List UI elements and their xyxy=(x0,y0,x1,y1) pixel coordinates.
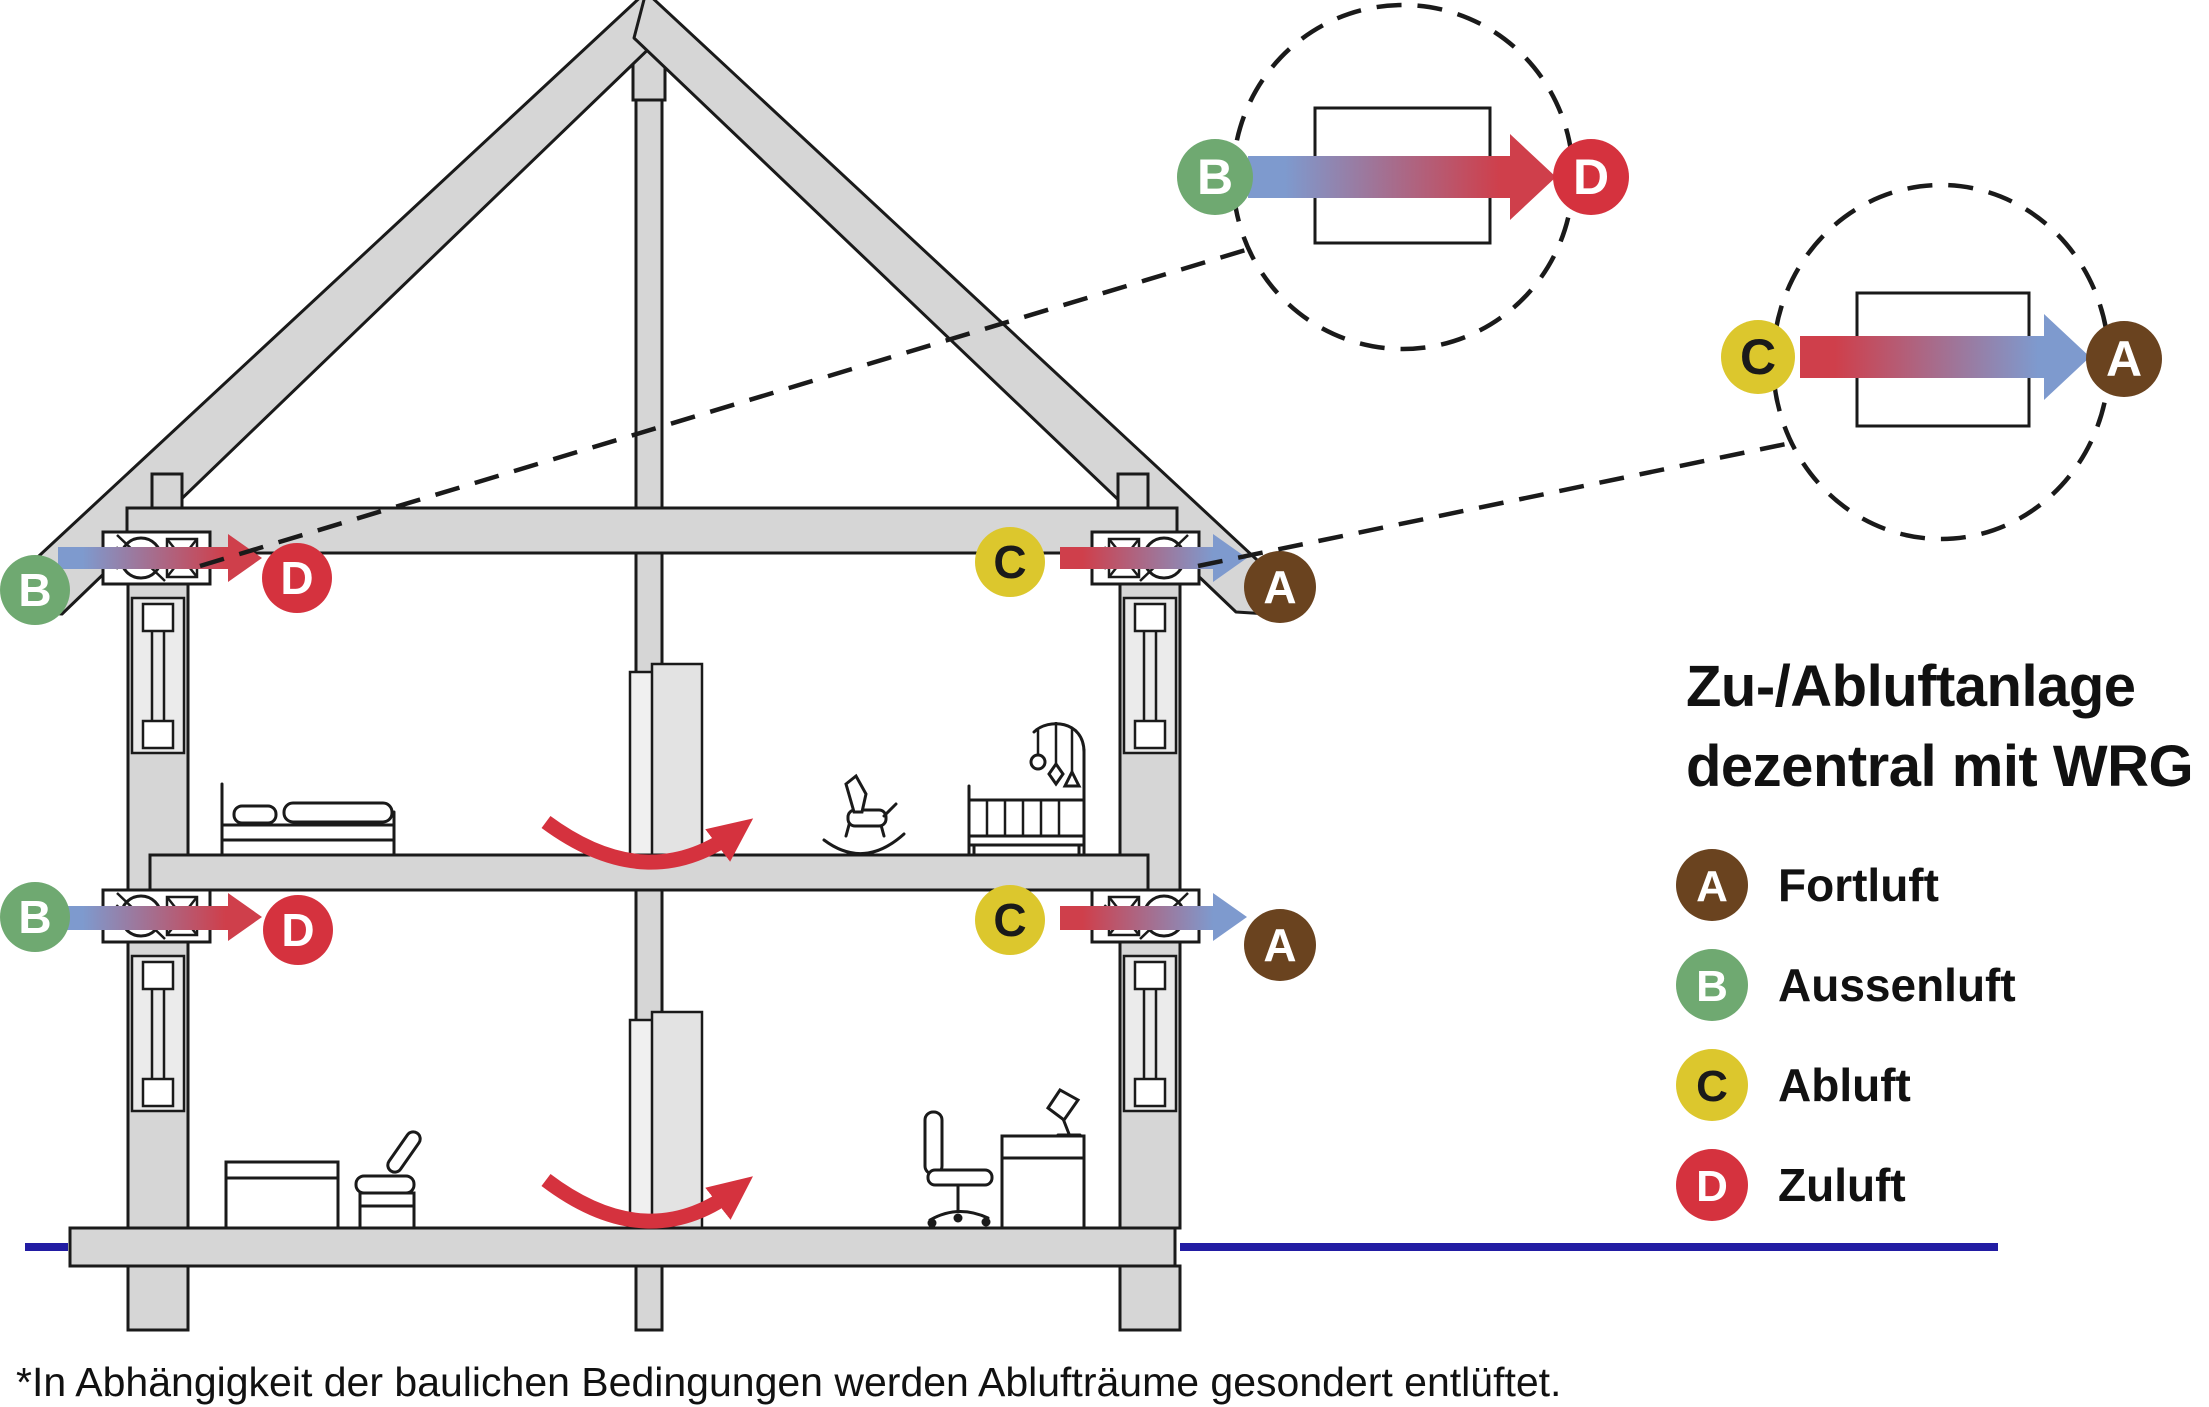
svg-text:A: A xyxy=(1263,561,1296,613)
foundation-left xyxy=(126,1264,190,1332)
svg-text:D: D xyxy=(281,904,314,956)
door-ground-floor xyxy=(628,1010,704,1230)
svg-text:A: A xyxy=(1263,919,1296,971)
desk-lamp xyxy=(1045,1088,1082,1137)
badge-abluft-detail: C xyxy=(1721,320,1795,394)
footnote: *In Abhängigkeit der baulichen Bedingung… xyxy=(16,1359,1561,1405)
legend-label: Aussenluft xyxy=(1778,959,2016,1011)
badge-zuluft-upper: D xyxy=(262,543,332,613)
foundation-right xyxy=(1118,1264,1182,1332)
window-lower-right xyxy=(1122,954,1178,1113)
legend-label: Fortluft xyxy=(1778,859,1939,911)
badge-fortluft-detail: A xyxy=(2086,321,2162,397)
dresser xyxy=(224,1160,340,1230)
desk xyxy=(1000,1134,1086,1230)
legend-item-abluft: C Abluft xyxy=(1676,1049,1911,1121)
rocking-horse xyxy=(822,773,906,855)
badge-aussenluft-ground: B xyxy=(0,882,70,952)
connector-line-supply-detail xyxy=(199,246,1250,569)
detail-circle-supply: B D xyxy=(1177,2,1629,352)
badge-zuluft-ground: D xyxy=(263,895,333,965)
connector-line-extract-detail xyxy=(1197,441,1787,569)
badge-aussenluft-detail: B xyxy=(1177,139,1253,215)
legend-item-fortluft: A Fortluft xyxy=(1676,849,1939,921)
svg-text:B: B xyxy=(18,564,51,616)
svg-text:D: D xyxy=(1696,1162,1728,1211)
badge-abluft-ground: C xyxy=(975,885,1045,955)
crib xyxy=(967,722,1086,857)
legend-item-zuluft: D Zuluft xyxy=(1676,1149,1906,1221)
window-lower-left xyxy=(130,954,186,1113)
legend-item-aussenluft: B Aussenluft xyxy=(1676,949,2016,1021)
page-title: Zu-/Abluftanlage dezentral mit WRG xyxy=(1686,654,2194,799)
badge-zuluft-detail: D xyxy=(1553,139,1629,215)
badge-fortluft-upper: A xyxy=(1244,551,1316,623)
svg-text:C: C xyxy=(993,894,1026,946)
extract-arrow-ground xyxy=(1060,893,1247,941)
svg-text:B: B xyxy=(1696,962,1728,1011)
svg-text:C: C xyxy=(993,536,1026,588)
legend: A Fortluft B Aussenluft C Abluft D Zuluf… xyxy=(1676,849,2016,1221)
office-chair xyxy=(923,1110,994,1228)
legend-label: Zuluft xyxy=(1778,1159,1906,1211)
window-upper-right xyxy=(1122,596,1178,755)
wall-stub-right xyxy=(1116,472,1150,510)
wall-stub-left xyxy=(150,472,184,510)
air-circulation-arrow-upper xyxy=(541,815,754,870)
floor-slab-ground xyxy=(68,1226,1177,1268)
title-line-1: Zu-/Abluftanlage xyxy=(1686,654,2136,719)
badge-abluft-upper: C xyxy=(975,527,1045,597)
window-upper-left xyxy=(130,596,186,755)
svg-text:D: D xyxy=(280,552,313,604)
legend-label: Abluft xyxy=(1778,1059,1911,1111)
badge-aussenluft-upper: B xyxy=(0,555,70,625)
armchair xyxy=(354,1130,422,1230)
detail-circle-extract: C A xyxy=(1721,182,2162,542)
supply-arrow-upper xyxy=(58,534,262,582)
bed xyxy=(220,782,396,857)
svg-text:B: B xyxy=(1197,149,1233,205)
svg-text:B: B xyxy=(18,891,51,943)
roof-beam-right xyxy=(632,0,1272,616)
supply-arrow-ground xyxy=(58,893,262,941)
badge-fortluft-ground: A xyxy=(1244,909,1316,981)
extract-detail-arrow xyxy=(1800,314,2090,400)
svg-text:A: A xyxy=(2106,331,2142,387)
door-upper-floor xyxy=(628,662,704,857)
svg-text:C: C xyxy=(1696,1062,1728,1111)
air-circulation-arrow-ground xyxy=(541,1174,753,1229)
svg-text:D: D xyxy=(1573,149,1609,205)
svg-text:C: C xyxy=(1740,329,1776,385)
svg-text:A: A xyxy=(1696,862,1728,911)
house-cross-section: B D C A B D C A xyxy=(0,0,1998,1332)
supply-detail-arrow xyxy=(1248,134,1556,220)
extract-arrow-upper xyxy=(1060,534,1247,582)
title-line-2: dezentral mit WRG xyxy=(1686,734,2193,799)
